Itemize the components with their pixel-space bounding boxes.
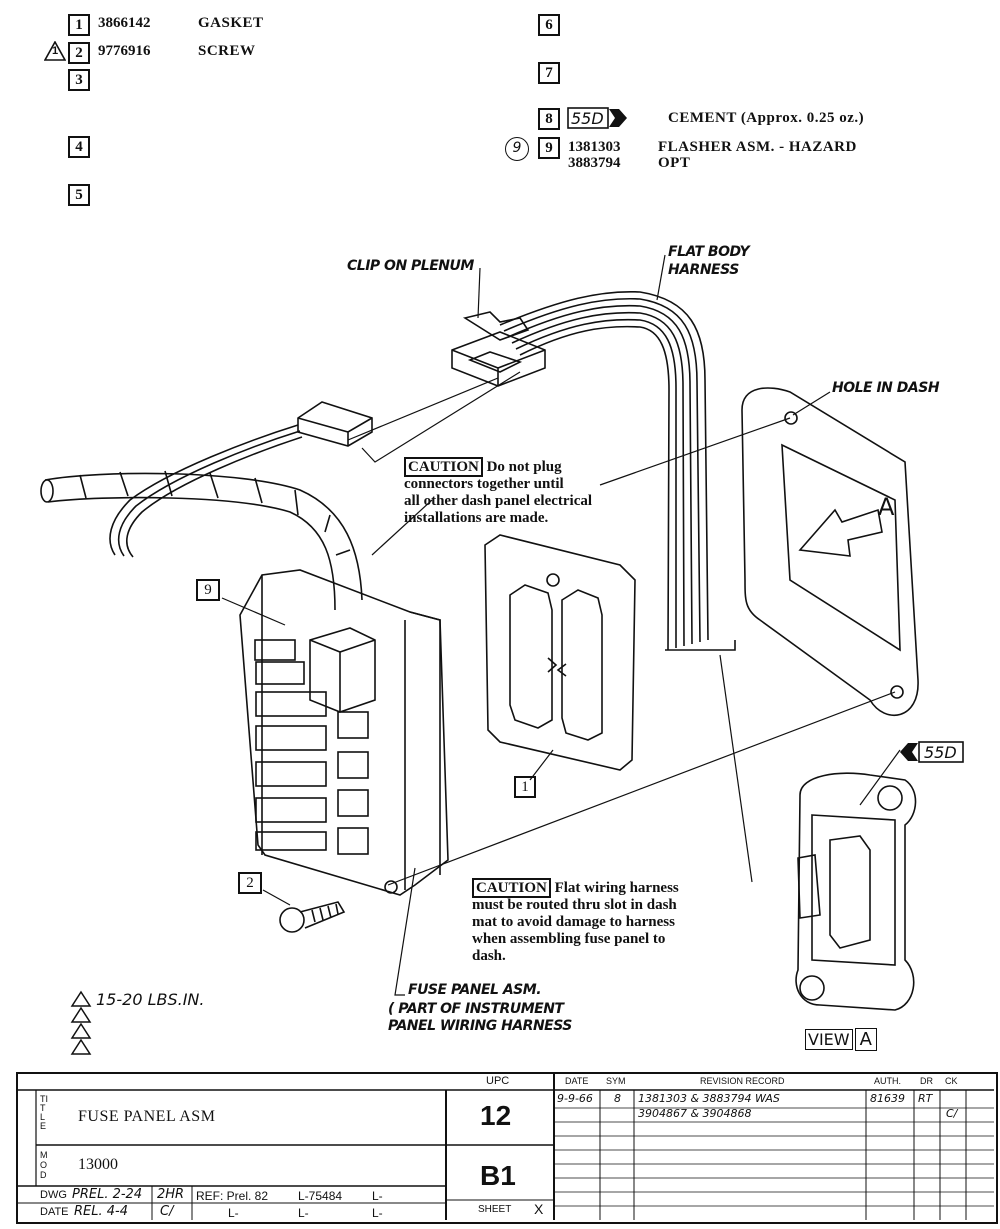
caution-text: when assembling fuse panel to [472,931,666,947]
caution-text: must be routed thru slot in dash [472,897,677,913]
label-view-letter-a: A [878,493,895,521]
label-hole-in-dash: HOLE IN DASH [832,380,940,396]
view-a-label: VIEW A [805,1028,877,1051]
part-description-alt: OPT [658,155,691,171]
model-number: 13000 [78,1156,118,1173]
view-a-detail [795,772,917,1011]
title-label: TITLE [40,1094,48,1131]
item-number-box: 4 [68,136,90,158]
part-description: CEMENT (Approx. 0.25 oz.) [668,110,865,126]
caution-tag: CAUTION [404,457,483,477]
ref-value: REF: Prel. 82 [196,1189,269,1203]
label-fuse-panel-asm-2: ( PART OF INSTRUMENT [388,1001,564,1017]
upc-label: UPC [486,1075,510,1087]
label-flat-body-harness: FLAT BODY [668,244,750,260]
rev-dr: RT [918,1092,933,1105]
item-number-box: 2 [68,42,90,64]
item-number-box: 3 [68,69,90,91]
label-fuse-panel-asm-3: PANEL WIRING HARNESS [388,1018,572,1034]
rev-header-date: DATE [565,1076,589,1086]
rev-date: 9-9-66 [557,1092,593,1105]
mod-label: MOD [40,1150,48,1180]
triangle-number: 1 [52,45,59,57]
date-value: REL. 4-4 [74,1204,128,1219]
torque-text: 15-20 LBS.IN. [96,990,205,1009]
part-description: FLASHER ASM. - HAZARD [658,139,857,155]
label-flat-body-harness-2: HARNESS [668,262,739,278]
part-number: 1381303 [568,139,621,155]
ref-l: L- [228,1206,239,1220]
item-number-box: 8 [538,108,560,130]
rev-sym: 8 [614,1092,621,1105]
caution-text: Flat wiring harness [554,880,679,896]
clip-on-plenum [451,311,546,387]
rev-header-dr: DR [920,1076,933,1086]
upc-number: 12 [480,1100,512,1131]
cement-code: 55D [571,109,604,128]
circled-item-number: 9 [505,137,529,161]
ref-l: L- [298,1206,309,1220]
cement-code-tag: 55D [567,106,629,130]
cement-code: 55D [924,743,957,762]
gasket [484,534,636,771]
view-letter: A [854,1028,877,1051]
caution-text: connectors together until [404,476,564,492]
label-clip-on-plenum: CLIP ON PLENUM [347,258,474,274]
sheet-label: SHEET [478,1204,512,1215]
caution-text: mat to avoid damage to harness [472,914,675,930]
item-number-box: 5 [68,184,90,206]
part-number: 3866142 [98,15,151,31]
dash-opening [741,387,919,716]
drawing-title: FUSE PANEL ASM [78,1108,216,1125]
caution-note-1: CAUTION Do not plug connectors together … [404,457,593,527]
title-block [16,1072,998,1224]
rev-header-auth: AUTH. [874,1076,901,1086]
caution-note-2: CAUTION Flat wiring harness must be rout… [472,878,679,965]
caution-text: Do not plug [486,459,562,475]
caution-text: installations are made. [404,510,549,526]
torque-triangle-icon: 1 [44,41,66,61]
cement-code-tag-view: 55D [898,740,968,764]
part-description: SCREW [198,43,256,59]
rev-header-record: REVISION RECORD [700,1076,785,1086]
screw [279,901,346,933]
sheet-mark: X [534,1201,544,1217]
item-number-box: 9 [538,137,560,159]
part-description: GASKET [198,15,264,31]
part-number: 9776916 [98,43,151,59]
date-label: DATE [40,1206,69,1218]
rev-ck: C/ [946,1107,958,1120]
item-number-box: 7 [538,62,560,84]
wrapped-harness [40,470,363,611]
rev-auth: 81639 [870,1092,905,1105]
view-text: VIEW [805,1029,853,1050]
group-number: B1 [480,1160,516,1191]
rev-header-sym: SYM [606,1076,626,1086]
torque-spec: 15-20 LBS.IN. [70,990,204,1060]
fuse-panel [239,569,449,896]
ref-l: L- [372,1189,383,1203]
caution-tag: CAUTION [472,878,551,898]
ref-number: L-75484 [298,1189,343,1203]
part-number-alt: 3883794 [568,155,621,171]
item-number-box: 6 [538,14,560,36]
callout-2: 2 [238,872,262,894]
rev-text: 3904867 & 3904868 [638,1107,752,1120]
callout-1: 1 [514,776,536,798]
caution-text: dash. [472,948,506,964]
label-fuse-panel-asm: FUSE PANEL ASM. [408,982,542,998]
rev-header-ck: CK [945,1076,958,1086]
item-number-box: 1 [68,14,90,36]
caution-text: all other dash panel electrical [404,493,593,509]
rev-text: 1381303 & 3883794 WAS [638,1092,780,1105]
dwg-initials: 2HR [157,1187,185,1202]
flat-body-harness [499,290,736,651]
dwg-label: DWG [40,1189,67,1201]
date-initials: C/ [160,1204,174,1219]
ref-l: L- [372,1206,383,1220]
callout-9: 9 [196,579,220,601]
dwg-value: PREL. 2-24 [72,1187,143,1202]
